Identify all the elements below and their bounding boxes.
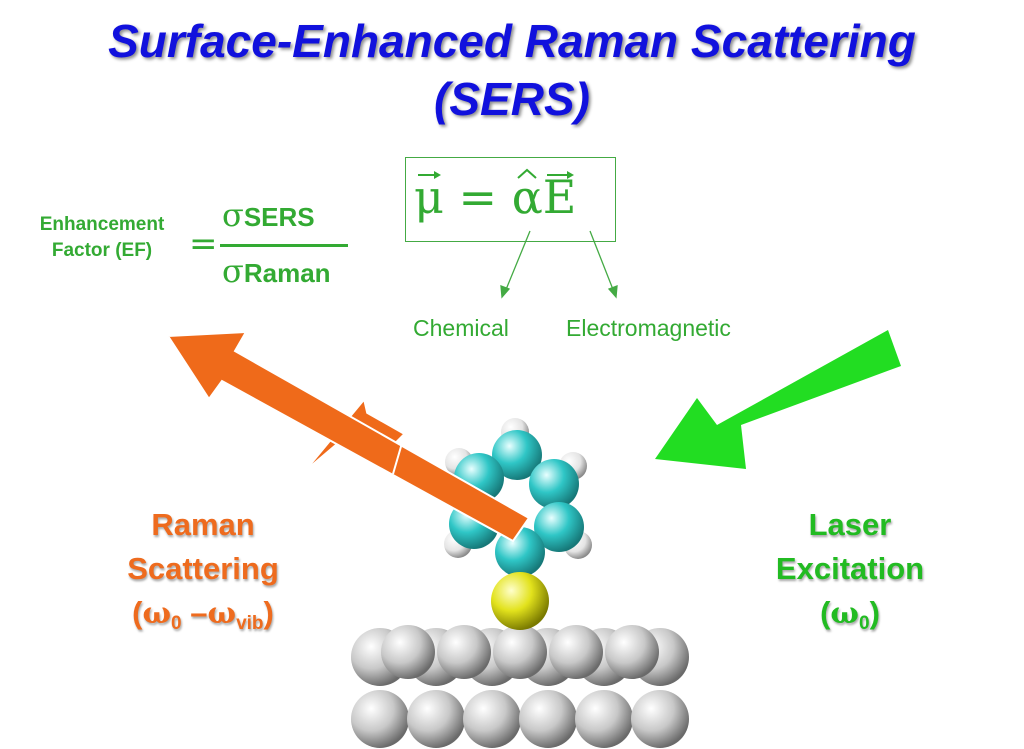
electromagnetic-label: Electromagnetic: [566, 315, 731, 341]
metal-atom: [407, 690, 465, 748]
ef-label-line1: Enhancement: [39, 214, 165, 235]
sulfur-atom: [491, 572, 549, 630]
laser-line1: Laser: [808, 507, 892, 542]
equation-equals: =: [458, 170, 498, 224]
raman-arrow-front: [166, 330, 531, 543]
ef-label-line2: Factor (EF): [51, 239, 153, 261]
metal-atom: [463, 690, 521, 748]
metal-atom: [381, 625, 435, 679]
page-subtitle: (SERS): [434, 73, 590, 125]
metal-atom: [605, 625, 659, 679]
metal-atom: [519, 690, 577, 748]
laser-arrow: [655, 330, 901, 469]
vector-arrow-icon: [546, 171, 574, 179]
sigma-sers-sub: SERS: [243, 202, 315, 232]
carbon-atom: [495, 527, 545, 577]
metal-atom: [437, 625, 491, 679]
sigma-sers-symbol: σ: [222, 196, 244, 234]
raman-arrow-icon: [166, 330, 531, 543]
raman-arrow-divider: [392, 425, 408, 475]
metal-atom: [631, 690, 689, 748]
metal-atom: [549, 625, 603, 679]
raman-scattering-label: Raman Scattering (ω0 –ωvib): [90, 503, 316, 638]
metal-atom: [493, 625, 547, 679]
carbon-atom: [492, 430, 542, 480]
sigma-raman-symbol: σ: [222, 252, 244, 290]
fraction-bar: [220, 244, 348, 247]
chemical-label: Chemical: [413, 315, 509, 341]
enhancement-factor-label: Enhancement Factor (EF): [12, 212, 192, 263]
metal-atom: [351, 690, 409, 748]
metal-atom: [575, 690, 633, 748]
raman-frequency: (ω0 –ωvib): [132, 595, 274, 635]
page-title: Surface-Enhanced Raman Scattering: [108, 15, 916, 67]
carbon-atom: [529, 459, 579, 509]
vector-arrow-icon: [418, 171, 441, 179]
dipole-equation: μ = α E: [414, 168, 577, 224]
dipole-equation-box: [405, 157, 616, 242]
laser-excitation-label: Laser Excitation (ω0): [745, 503, 955, 638]
ef-numerator: σSERS: [222, 196, 315, 234]
alpha-symbol: α: [511, 168, 543, 224]
benzenethiol-molecule-icon: [444, 418, 592, 630]
mu-symbol: μ: [414, 170, 444, 224]
metal-surface-icon: [351, 625, 689, 748]
ef-denominator: σRaman: [222, 252, 331, 290]
carbon-atom: [534, 502, 584, 552]
sigma-raman-sub: Raman: [243, 258, 331, 288]
raman-line1: Raman: [151, 507, 255, 542]
e-symbol: E: [542, 170, 577, 224]
laser-arrow-icon: [655, 330, 901, 469]
hat-icon: [517, 168, 537, 179]
laser-frequency: (ω0): [820, 595, 880, 635]
laser-line2: Excitation: [775, 551, 925, 587]
raman-line2: Scattering: [127, 551, 279, 587]
ef-equals: =: [189, 224, 218, 264]
